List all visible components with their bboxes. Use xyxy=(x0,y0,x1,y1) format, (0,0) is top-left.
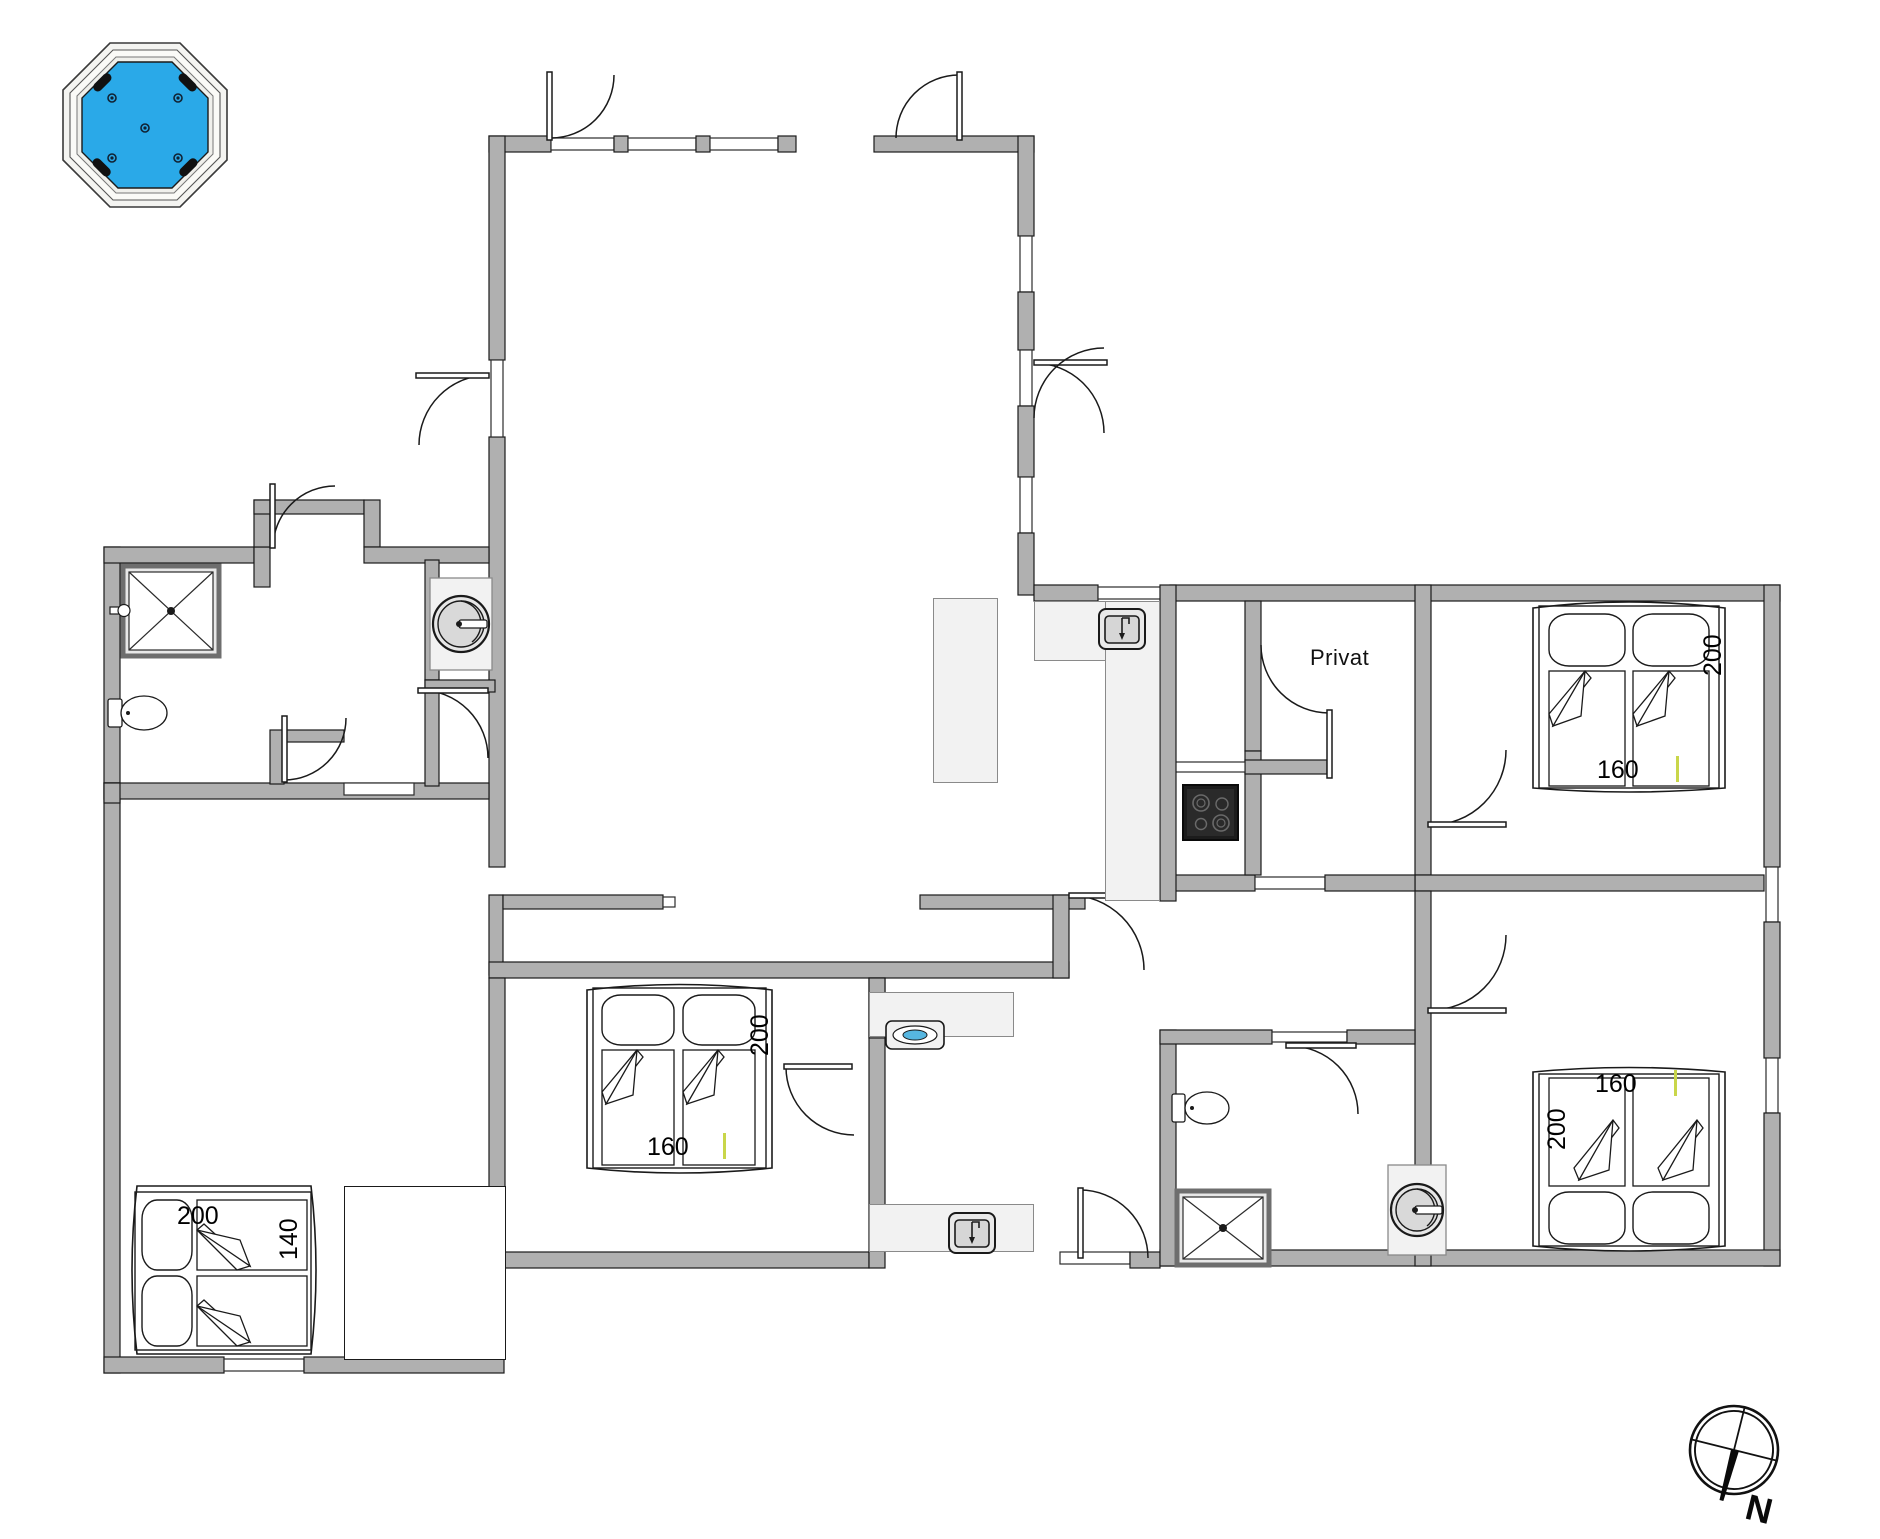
cooktop-icon xyxy=(1182,784,1239,841)
shower-icon xyxy=(1174,1188,1272,1268)
kitchen-counter-side xyxy=(1105,601,1160,901)
dimension-tick xyxy=(723,1133,726,1159)
washing-machine-icon xyxy=(429,577,493,671)
bed-length-label: 200 xyxy=(177,1202,219,1230)
basin-icon xyxy=(885,1020,945,1050)
whirlpool-jets xyxy=(107,93,183,163)
closet-lower-left xyxy=(344,1186,506,1360)
octagonal-whirlpool xyxy=(60,40,230,210)
bed-middle: 200 160 xyxy=(583,978,776,1178)
compass-rose: N xyxy=(1682,1398,1802,1532)
washing-machine-icon xyxy=(1387,1164,1447,1256)
shower-icon xyxy=(109,563,222,659)
bed-top-right: 200 160 xyxy=(1529,596,1729,796)
bed-length-label: 200 xyxy=(1543,1108,1571,1150)
living-room-furniture xyxy=(933,598,998,783)
sink-icon xyxy=(948,1212,996,1254)
bed-bottom-left: 200 140 xyxy=(125,1182,320,1358)
bed-width-label: 140 xyxy=(275,1218,303,1260)
bed-length-label: 200 xyxy=(746,1014,774,1056)
bed-length-label: 200 xyxy=(1699,634,1727,676)
dimension-tick xyxy=(1674,1070,1677,1096)
bed-width-label: 160 xyxy=(1597,756,1639,784)
toilet-icon xyxy=(1171,1085,1234,1133)
dimension-tick xyxy=(1676,756,1679,782)
sink-icon xyxy=(1098,608,1146,650)
toilet-icon xyxy=(107,690,172,738)
bed-width-label: 160 xyxy=(647,1133,689,1161)
bed-width-label: 160 xyxy=(1595,1070,1637,1098)
bed-bottom-right: 160 200 xyxy=(1529,1060,1729,1256)
room-label-privat: Privat xyxy=(1310,645,1370,670)
